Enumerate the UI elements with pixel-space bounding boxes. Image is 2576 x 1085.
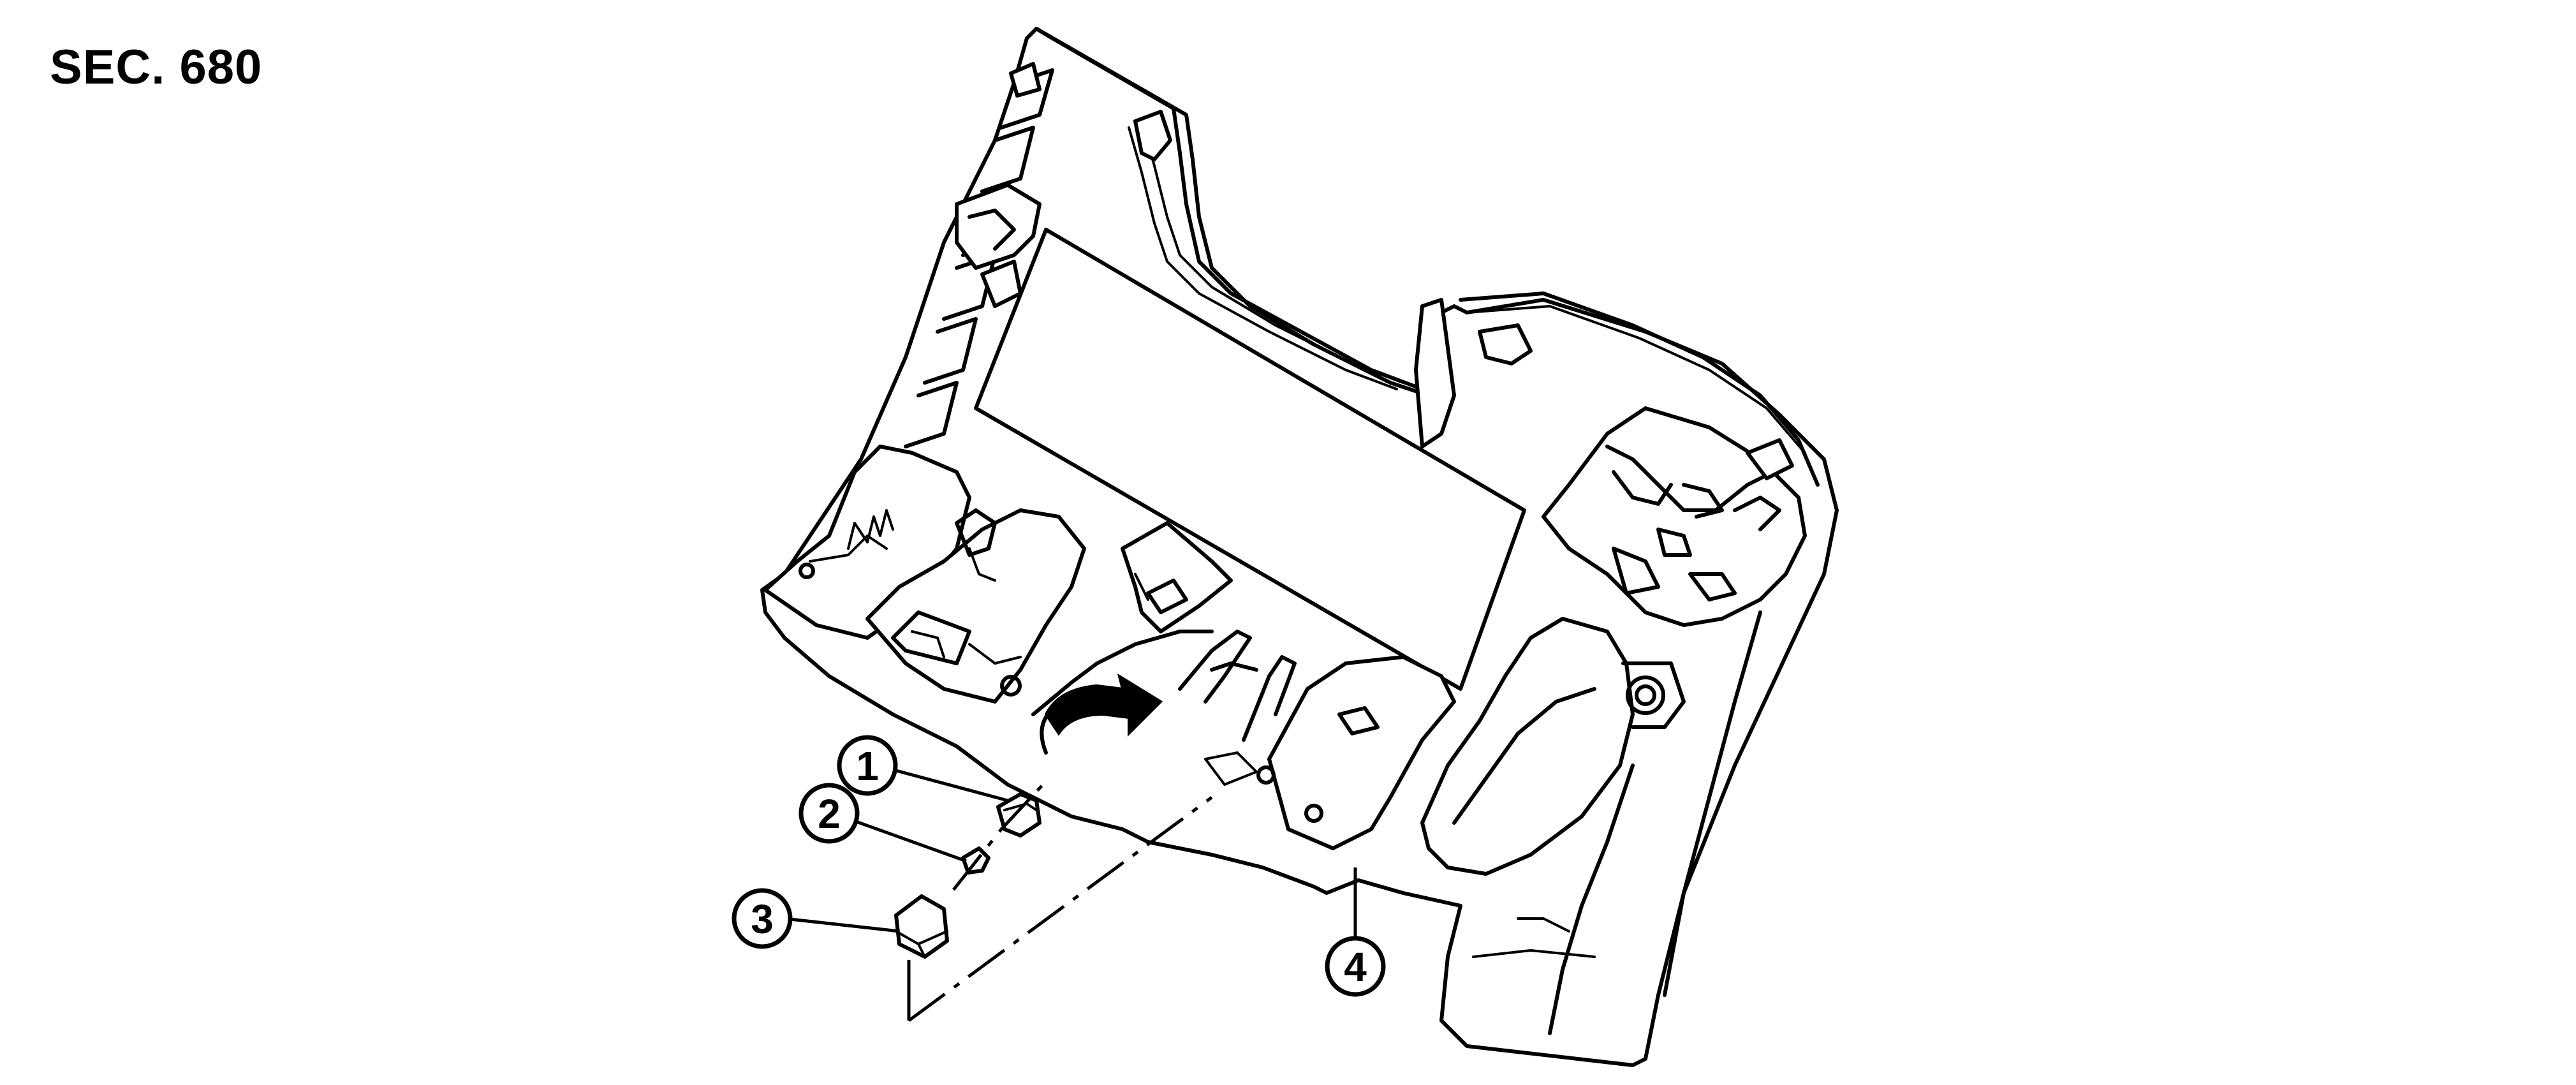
part-alignment-line: [952, 780, 1047, 891]
callout-2-number: 2: [818, 791, 841, 837]
callout-3: 3: [732, 888, 793, 949]
part-lens: [894, 894, 949, 959]
callout-4: 4: [1325, 936, 1386, 997]
part-socket: [996, 792, 1041, 838]
callout-4-number: 4: [1344, 944, 1367, 990]
assembly-axis-line: [908, 795, 1213, 1022]
leader-line-2: [841, 815, 967, 863]
callout-1-number: 1: [856, 743, 879, 789]
callout-1: 1: [837, 735, 898, 796]
rotate-direction-arrow: [1040, 673, 1163, 755]
section-label: SEC. 680: [50, 40, 263, 94]
leader-line-1: [876, 764, 1008, 802]
callout-3-number: 3: [751, 896, 774, 942]
leader-line-3: [784, 917, 900, 933]
instrument-lower-panel: [760, 27, 1839, 1067]
callout-2: 2: [799, 783, 860, 844]
